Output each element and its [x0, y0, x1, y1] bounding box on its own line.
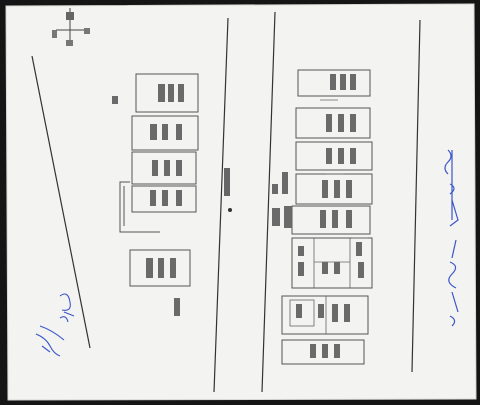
road-marker — [224, 168, 232, 212]
compass-icon — [52, 8, 90, 46]
blue-handwritten-caption-right — [444, 149, 459, 327]
road-lines — [31, 11, 421, 393]
blue-handwritten-caption-left — [35, 293, 75, 357]
left-building-blocks — [129, 73, 199, 287]
right-box-writing — [272, 74, 364, 358]
left-box-writing — [112, 84, 184, 316]
paper-sheet — [6, 4, 476, 400]
